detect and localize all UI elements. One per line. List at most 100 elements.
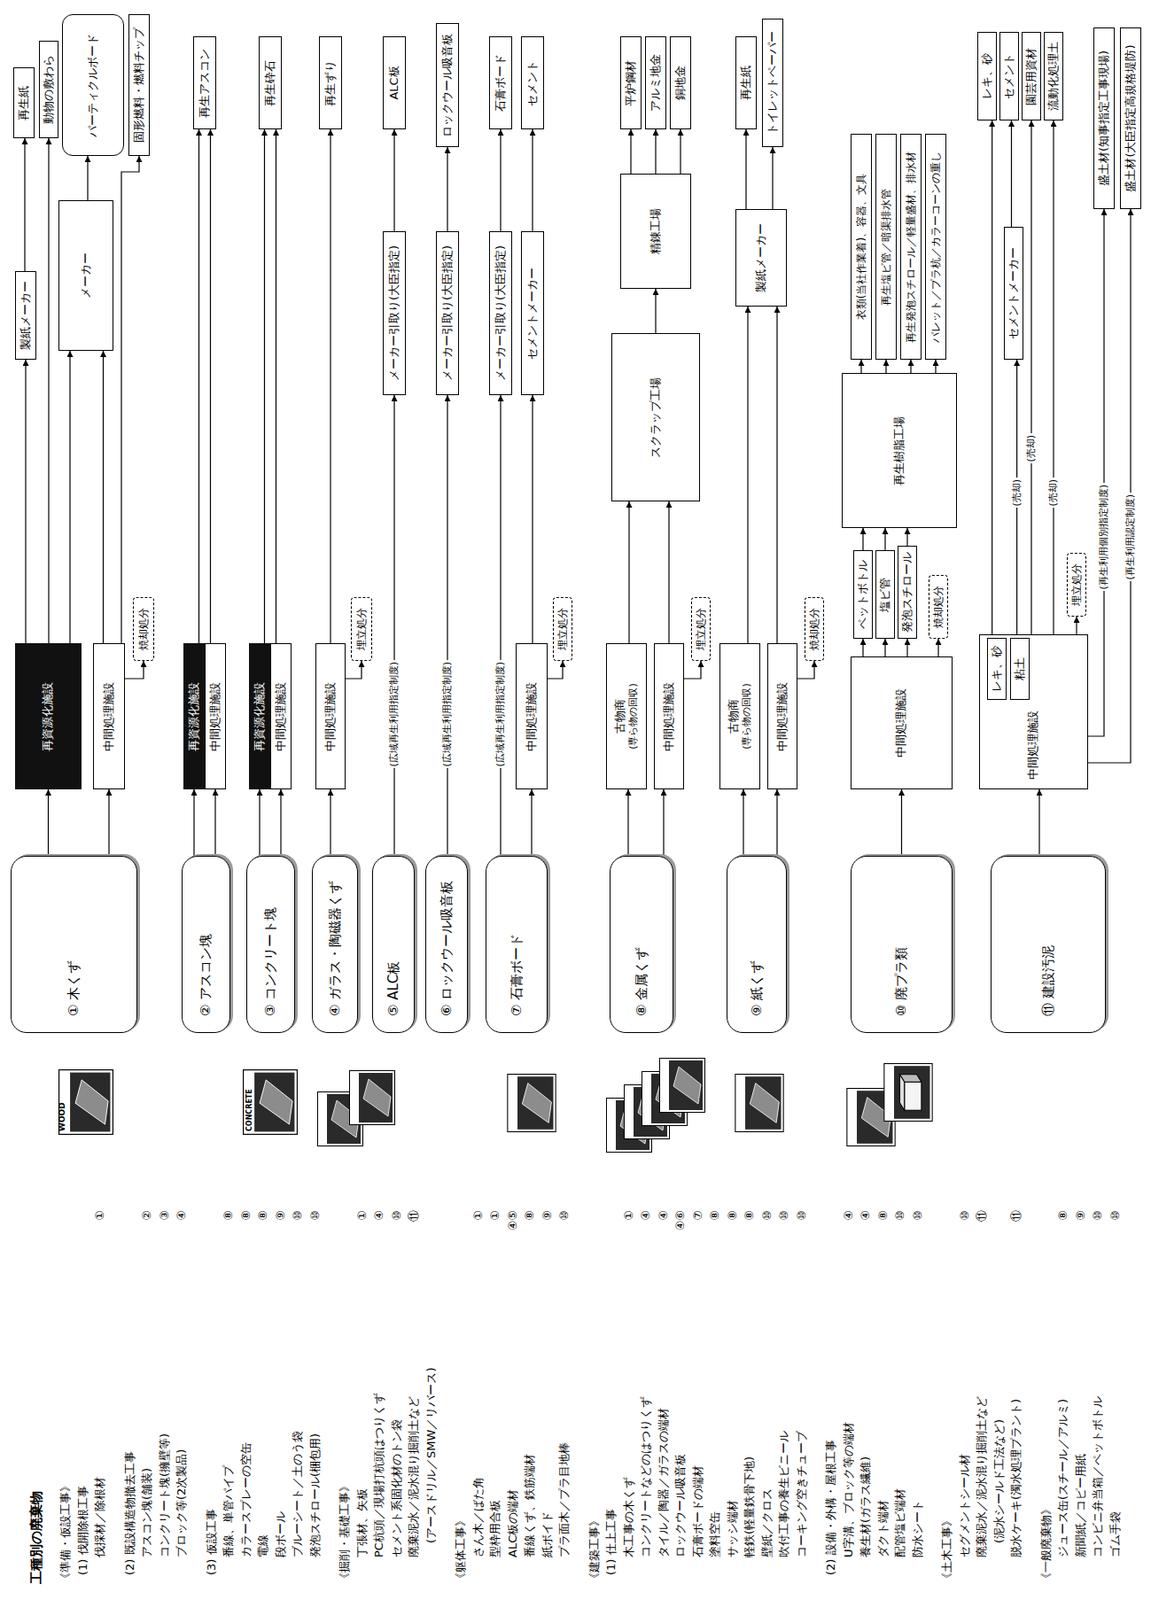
- callout-number: ⑧: [742, 1210, 757, 1253]
- edge-label: (広域再生利用指定制度): [494, 660, 507, 770]
- node-text: 盛土材(大臣指定高規格堤防): [1123, 44, 1138, 192]
- node-text: セメントメーカー: [525, 267, 540, 360]
- list-item: (アースドリル／SMW／リバース): [424, 1368, 439, 1544]
- flow-arrow: [1075, 616, 1077, 635]
- waste-category-box: ② アスコン塊: [181, 855, 231, 1034]
- node-text: パーティクルボード: [85, 33, 101, 138]
- flow-arrow: [934, 359, 936, 374]
- text-block: 焼却処分: [137, 607, 151, 651]
- list-item: 番線、単管パイプ: [221, 1465, 236, 1558]
- waste-category-box: ⑦ 石膏ボード: [485, 855, 548, 1034]
- waste-category-box: ③ コンクリート塊: [246, 855, 296, 1034]
- glass-wool-icon: [349, 1071, 396, 1126]
- text-block: 中間処理施設: [273, 682, 288, 752]
- edge-label: (売却): [1011, 477, 1024, 509]
- callout-number: ①: [355, 1210, 370, 1253]
- list-item: 配管塩ビ端材: [893, 1488, 908, 1558]
- process-box: トイレットペーパー: [762, 18, 784, 148]
- product-box: パーティクルボード: [62, 14, 125, 156]
- process-box: 盛土材(大臣指定高規格堤防): [1119, 27, 1142, 210]
- process-box: 園芸用資材: [1021, 31, 1042, 121]
- metal-icon: [660, 1058, 706, 1113]
- callout-number: ⑩: [957, 1210, 973, 1253]
- flow-arrow: [668, 501, 669, 644]
- flow-arrow: [258, 789, 260, 856]
- list-item: 廃棄泥水／泥水混り掘削土など: [974, 1396, 989, 1558]
- process-box: 再生砕石: [258, 36, 282, 130]
- node-text: 再生塩ビ管／暗渠排水管: [879, 188, 894, 306]
- callout-number: ⑧: [221, 1210, 236, 1253]
- node-text: 再資源化施設: [40, 682, 55, 752]
- node-text: (専ら物の回収): [627, 683, 640, 750]
- list-item: カラースプレーの空缶: [239, 1442, 254, 1558]
- node-text: 焼却処分: [808, 607, 822, 651]
- process-box: メーカー引取り(大臣指定): [435, 231, 459, 396]
- process-box: セメント: [521, 36, 545, 130]
- node-text: スクラップ工場: [648, 377, 663, 459]
- node-text: ③ コンクリート塊: [262, 907, 280, 1017]
- node-text: 製紙メーカー: [754, 223, 769, 293]
- node-text: 再資源化施設: [186, 682, 202, 752]
- flow-arrow: [69, 350, 70, 644]
- text-block: 埋立処分: [355, 607, 369, 651]
- flow-arrow: [628, 501, 630, 644]
- flow-arrow: [1052, 120, 1054, 635]
- disposal-box: 焼却処分: [928, 575, 949, 639]
- node-text: 中間処理施設: [661, 682, 677, 752]
- process-box: メーカー: [58, 200, 114, 351]
- flow-arrow: [446, 147, 448, 232]
- node-text: 中間処理施設: [208, 682, 223, 752]
- callout-number: ①: [488, 1210, 503, 1253]
- text-block: 再生塩ビ管／暗渠排水管: [879, 188, 894, 306]
- process-box: 中間処理施設: [767, 643, 798, 790]
- recycling-facility-box: 再資源化施設: [248, 643, 271, 790]
- node-text: 再生砕石: [263, 60, 278, 107]
- process-box: 再生紙: [13, 67, 35, 139]
- disposal-box: 埋立処分: [1066, 552, 1087, 617]
- callout-number: ⑨: [1073, 1210, 1089, 1253]
- text-block: 古物商(専ら物の回収): [726, 683, 754, 750]
- concrete-icon: [243, 1070, 298, 1136]
- callout-number: ⑩: [910, 1210, 926, 1253]
- node-text: 中間処理施設: [1026, 710, 1041, 780]
- text-block: 焼却処分: [808, 607, 822, 651]
- disposal-box: 埋立処分: [691, 597, 711, 662]
- list-item: コーキング空きチューブ: [794, 1430, 809, 1558]
- disposal-box: 焼却処分: [804, 597, 825, 662]
- node-text: 中間処理施設: [273, 682, 288, 752]
- text-block: レキ、砂: [979, 53, 995, 100]
- node-text: 焼却処分: [137, 607, 151, 651]
- flow-arrow: [860, 359, 862, 374]
- list-item: タイル／陶器／ガラスの端材: [656, 1407, 671, 1558]
- process-box: 中間処理施設: [515, 643, 548, 790]
- node-text: 再生アスコン: [197, 48, 212, 118]
- node-text: ⑤ ALC板: [385, 961, 403, 1017]
- flow-arrow: [884, 638, 886, 657]
- flow-arrow: [654, 129, 656, 174]
- text-block: 園芸用資材: [1024, 47, 1039, 106]
- text-block: ALC板: [387, 65, 402, 100]
- process-box: 製紙メーカー: [15, 271, 37, 360]
- recycling-facility-box: 再資源化施設: [183, 643, 205, 790]
- flow-arrow: [530, 789, 532, 856]
- flow-arrow: [446, 395, 448, 856]
- process-box: 盛土材(知事指定工事現場): [1093, 27, 1115, 210]
- edge-label: (広域再生利用指定制度): [388, 660, 401, 770]
- list-item: (3) 仮設工事: [204, 1508, 219, 1576]
- callout-number: ⑪: [406, 1210, 421, 1253]
- flow-arrow: [745, 129, 747, 210]
- process-box: 中間処理施設: [850, 656, 953, 790]
- waste-category-box: ⑪ 建設汚泥: [990, 855, 1106, 1034]
- list-item: 型枠用合板: [488, 1500, 503, 1558]
- list-item: 養生材(ガラス繊維): [858, 1456, 873, 1558]
- wood-icon: [59, 1070, 114, 1136]
- process-box: セメントメーカー: [521, 231, 545, 396]
- glass-wool-icon: [318, 1071, 396, 1147]
- text-block: ⑤ ALC板: [385, 961, 403, 1017]
- waste-category-box: ⑧ 金属くず: [609, 855, 674, 1034]
- list-item: 壁紙／クロス: [760, 1488, 775, 1558]
- text-block: 埋立処分: [1070, 563, 1084, 607]
- flow-arrow: [885, 359, 887, 374]
- node-text: 石膏ボード: [493, 54, 508, 112]
